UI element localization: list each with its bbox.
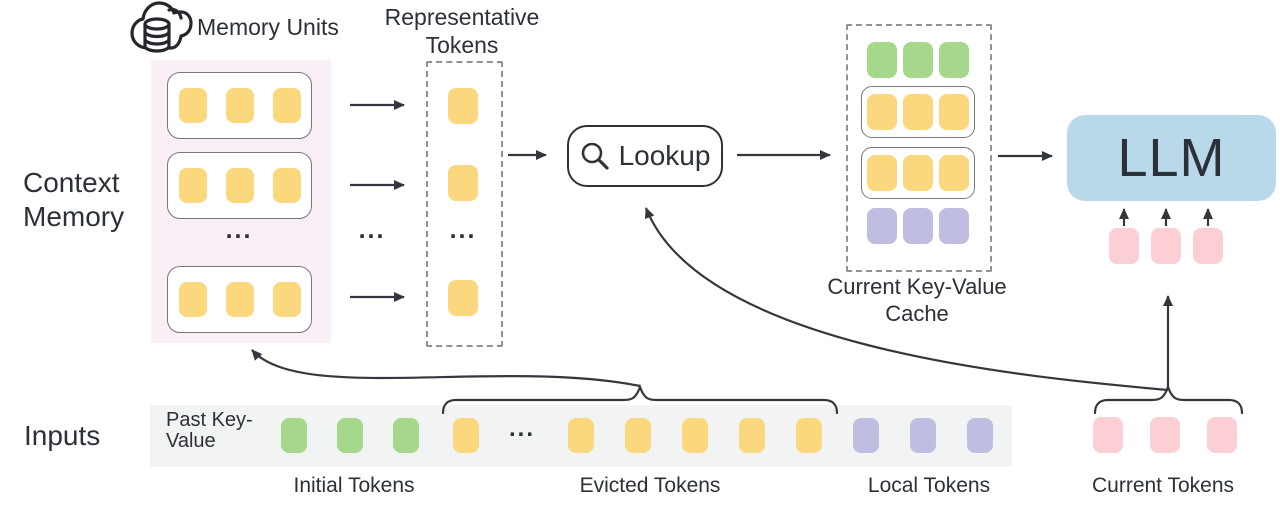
cache-initial-row (867, 42, 969, 78)
local-tokens-group (853, 418, 993, 453)
strip-ellipsis: ... (508, 415, 536, 442)
pink-token (1193, 228, 1223, 264)
search-handle (596, 158, 609, 170)
purple-token (939, 208, 969, 244)
memory-unit (167, 266, 312, 333)
evicted-tokens-label: Evicted Tokens (579, 474, 721, 497)
representative-token (448, 165, 478, 201)
yellow-token (272, 168, 301, 203)
cache-local-row (867, 208, 969, 244)
yellow-token (939, 155, 969, 191)
yellow-token (625, 418, 651, 453)
yellow-token (796, 418, 822, 453)
memory-unit (167, 72, 312, 139)
green-token (281, 418, 307, 453)
past-key-value-label: Past Key-Value (166, 409, 253, 452)
yellow-token (867, 155, 897, 191)
pink-token (1150, 417, 1180, 453)
evicted-tokens-group (453, 418, 479, 453)
arrow-evicted-to-context-memory (251, 349, 641, 388)
context-memory-label: Context Memory (23, 167, 125, 232)
mid-ellipsis: ... (358, 216, 386, 244)
db-sides (143, 22, 171, 53)
llm-box: LLM (1067, 115, 1276, 201)
initial-tokens-label: Initial Tokens (293, 474, 415, 497)
yellow-token (867, 94, 897, 130)
cache-memory-unit (861, 86, 975, 138)
db-ring2 (143, 37, 171, 46)
yellow-token (178, 168, 207, 203)
yellow-token (225, 168, 254, 203)
purple-token (903, 208, 933, 244)
yellow-token (903, 94, 933, 130)
search-icon (581, 142, 609, 170)
yellow-token (448, 88, 478, 124)
purple-token (867, 208, 897, 244)
green-token (903, 42, 933, 78)
memory-units-label: Memory Units (197, 14, 339, 40)
lookup-button: Lookup (567, 125, 723, 187)
yellow-token (682, 418, 708, 453)
yellow-token (448, 280, 478, 316)
yellow-token (568, 418, 594, 453)
yellow-token (272, 88, 301, 123)
memory-unit (167, 152, 312, 219)
yellow-token (448, 165, 478, 201)
purple-token (910, 418, 936, 453)
cloud-database-icon (130, 1, 193, 53)
local-tokens-label: Local Tokens (867, 474, 991, 497)
yellow-token (903, 155, 933, 191)
brace-current-tokens (1093, 383, 1244, 415)
search-lens (581, 142, 602, 164)
initial-tokens-group (281, 418, 419, 453)
current-tokens-group (1093, 417, 1237, 453)
current-kv-cache-label: Current Key-Value Cache (827, 274, 1007, 326)
memory-ellipsis: ... (225, 216, 253, 244)
lookup-label: Lookup (618, 140, 711, 171)
current-tokens-label: Current Tokens (1091, 474, 1235, 497)
yellow-token (225, 88, 254, 123)
llm-label: LLM (1117, 128, 1226, 188)
representative-tokens-box (426, 61, 503, 347)
yellow-token (225, 282, 254, 317)
representative-ellipsis: ... (449, 216, 477, 244)
yellow-token (178, 282, 207, 317)
yellow-token (272, 282, 301, 317)
cloud-inner-arc (167, 7, 183, 20)
green-token (939, 42, 969, 78)
yellow-token (739, 418, 765, 453)
yellow-token (939, 94, 969, 130)
representative-tokens-label: Representative Tokens (384, 4, 540, 58)
pink-token (1109, 228, 1139, 264)
green-token (867, 42, 897, 78)
inputs-label: Inputs (24, 420, 101, 451)
purple-token (853, 418, 879, 453)
llm-input-tokens (1109, 228, 1223, 264)
db-ring1 (143, 29, 171, 39)
representative-token (448, 280, 478, 316)
representative-token (448, 88, 478, 124)
evicted-tokens-group (568, 418, 822, 453)
pink-token (1093, 417, 1123, 453)
green-token (393, 418, 419, 453)
yellow-token (178, 88, 207, 123)
cache-memory-unit (861, 147, 975, 199)
purple-token (967, 418, 993, 453)
yellow-token (453, 418, 479, 453)
green-token (337, 418, 363, 453)
pink-token (1207, 417, 1237, 453)
pink-token (1151, 228, 1181, 264)
